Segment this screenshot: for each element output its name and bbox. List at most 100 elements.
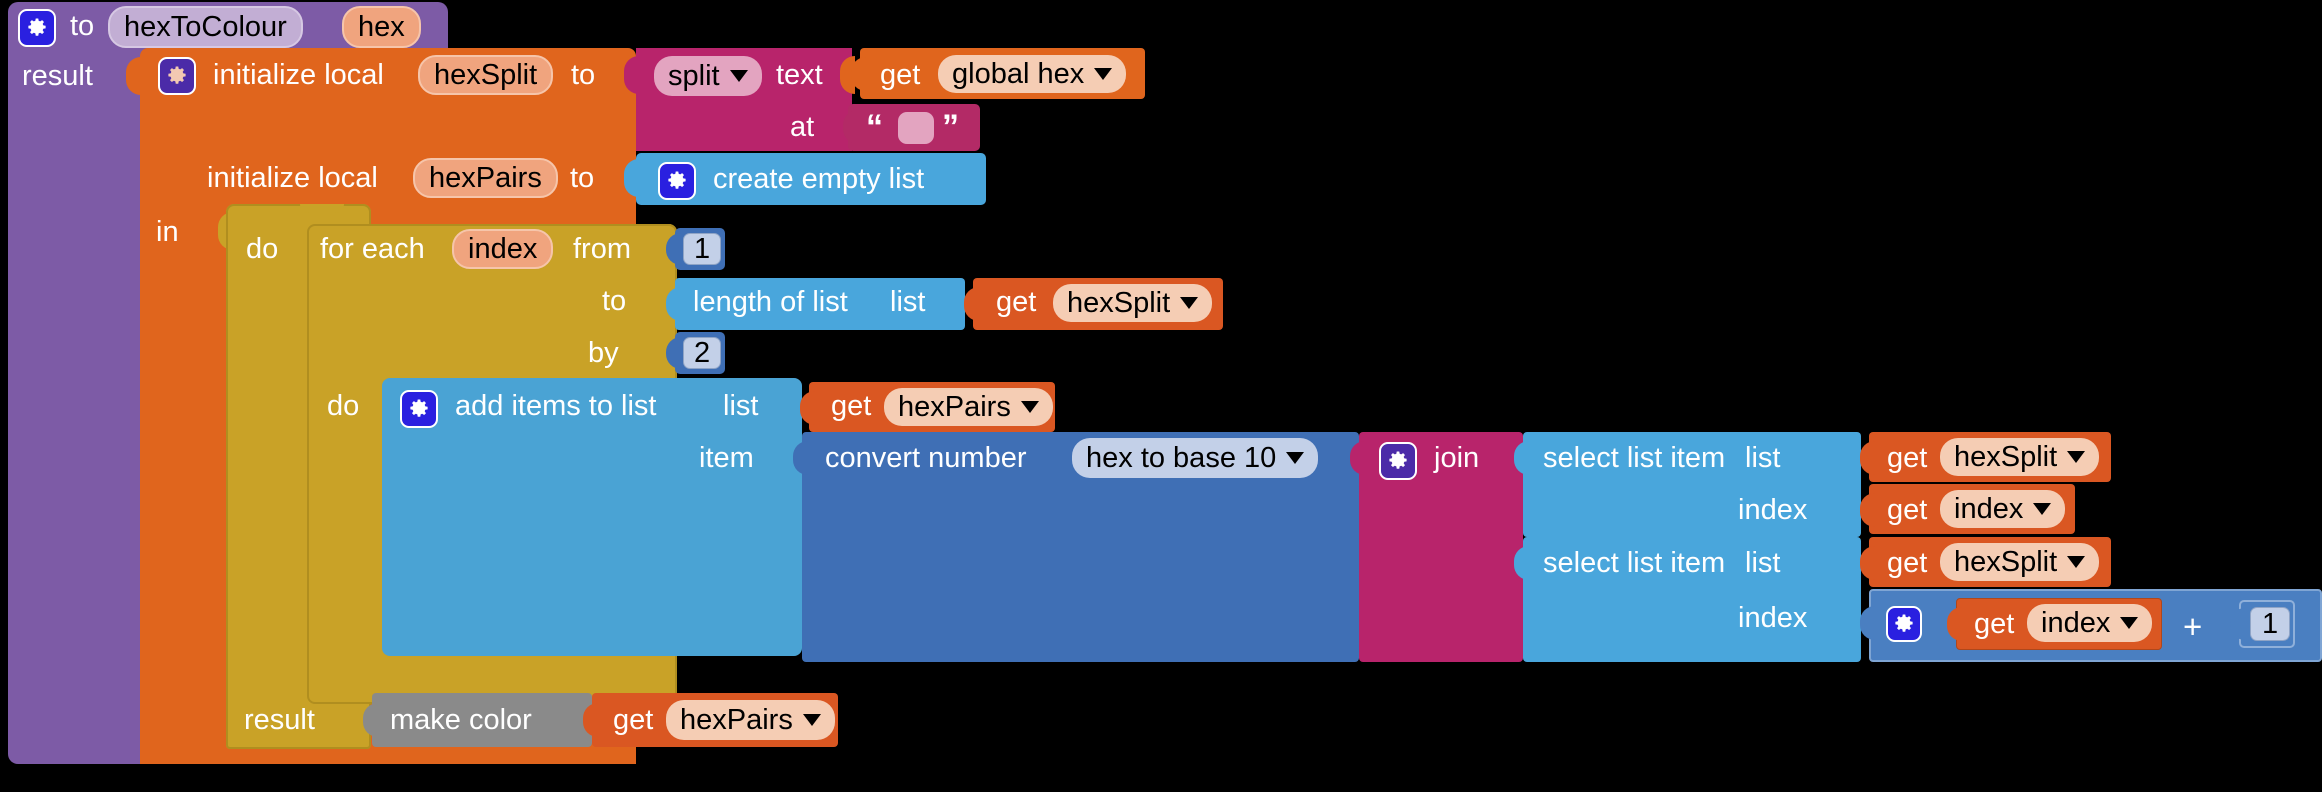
get-index-text-1: index [1954, 492, 2024, 525]
get-hexsplit-tab-3 [1860, 546, 1875, 580]
convert-number-label: convert number [825, 442, 1027, 474]
math-add-gear-icon[interactable] [1886, 606, 1922, 642]
procedure-name-field[interactable]: hexToColour [108, 6, 303, 48]
get-hexsplit-dropdown-3[interactable]: hexSplit [1940, 543, 2100, 581]
chevron-down-icon [1180, 297, 1199, 309]
get-global-hex-tab [851, 57, 866, 91]
chevron-down-icon [2120, 617, 2139, 629]
number-one-field[interactable]: 1 [2250, 607, 2291, 641]
create-empty-list-label: create empty list [713, 163, 925, 195]
local-var-field-hexsplit[interactable]: hexSplit [418, 55, 554, 95]
select-list-item-block-2[interactable] [1523, 537, 1861, 662]
get-hexsplit-text-2: hexSplit [1954, 440, 2058, 473]
select-list-item-block-1[interactable] [1523, 432, 1861, 537]
get-label-hexsplit-1: get [996, 286, 1037, 318]
get-hexpairs-tab-2 [583, 703, 598, 737]
convert-number-tab [793, 441, 808, 475]
get-label-hexpairs-1: get [831, 390, 872, 422]
convert-number-dropdown[interactable]: hex to base 10 [1072, 438, 1319, 478]
procedure-param-text: hex [358, 10, 405, 43]
add-items-notch [412, 378, 456, 387]
number-from-text: 1 [694, 232, 711, 265]
math-add-operator: + [2183, 608, 2203, 645]
close-quote: ” [942, 108, 959, 146]
get-label-hexsplit-3: get [1887, 547, 1928, 579]
join-label: join [1434, 442, 1480, 474]
chevron-down-icon [2067, 451, 2086, 463]
add-items-list-label: list [723, 390, 759, 422]
chevron-down-icon [1286, 452, 1305, 464]
get-global-hex-dropdown[interactable]: global hex [938, 55, 1127, 93]
local-mutator-gear-icon[interactable] [158, 57, 196, 95]
get-label-index-2: get [1974, 608, 2015, 640]
get-global-label: get [880, 59, 921, 91]
get-hexsplit-dropdown-1[interactable]: hexSplit [1053, 284, 1213, 322]
length-of-list-block[interactable] [675, 278, 965, 330]
result-row-label: result [244, 704, 315, 736]
local-var-text-hexsplit: hexSplit [434, 58, 538, 91]
local-var-text-hexpairs: hexPairs [429, 161, 542, 194]
select-list-item-index-label-1: index [1738, 494, 1808, 526]
split-dropdown[interactable]: split [654, 56, 762, 96]
select-list-item-label-2: select list item [1543, 547, 1726, 579]
chevron-down-icon [729, 70, 748, 82]
number-by-field[interactable]: 2 [683, 336, 722, 369]
length-of-list-tab [666, 287, 681, 321]
get-index-dropdown-1[interactable]: index [1940, 490, 2066, 528]
do-wrapper-notch [300, 204, 344, 213]
get-index-tab-1 [1860, 493, 1875, 527]
get-hexsplit-tab-2 [1860, 441, 1875, 475]
length-of-list-label: length of list [693, 286, 848, 318]
procedure-result-socket [126, 57, 141, 95]
select-list-item-label-1: select list item [1543, 442, 1726, 474]
number-from-field[interactable]: 1 [683, 232, 722, 265]
get-hexsplit-text-3: hexSplit [1954, 545, 2058, 578]
join-tab [1350, 441, 1365, 475]
make-color-block[interactable] [372, 693, 592, 747]
add-items-gear-icon[interactable] [400, 390, 438, 428]
get-hexpairs-text-2: hexPairs [680, 703, 793, 736]
for-each-var-field[interactable]: index [452, 229, 554, 269]
local-to-label-2: to [570, 162, 595, 194]
number-from-tab [666, 233, 681, 265]
get-hexsplit-text-1: hexSplit [1067, 286, 1171, 319]
number-one-text: 1 [2262, 607, 2279, 640]
local-var-field-hexpairs[interactable]: hexPairs [413, 158, 558, 198]
split-text-label: text [776, 59, 823, 91]
for-each-var-text: index [468, 232, 538, 265]
get-hexpairs-dropdown-2[interactable]: hexPairs [666, 700, 835, 740]
get-index-tab-2 [1947, 607, 1962, 641]
get-hexpairs-text-1: hexPairs [898, 390, 1011, 423]
get-index-dropdown-2[interactable]: index [2027, 604, 2153, 642]
create-empty-list-tab [627, 162, 642, 196]
select-list-item-list-label-1: list [1745, 442, 1781, 474]
local-in-label: in [156, 216, 179, 248]
get-hexpairs-dropdown-1[interactable]: hexPairs [884, 388, 1053, 426]
create-empty-list-gear-icon[interactable] [658, 162, 696, 200]
select-list-item-list-label-2: list [1745, 547, 1781, 579]
empty-string-field[interactable] [898, 112, 934, 144]
for-each-label: for each [320, 233, 425, 265]
get-label-index-1: get [1887, 494, 1928, 526]
procedure-to-label: to [70, 10, 95, 42]
get-global-hex-text: global hex [952, 57, 1085, 90]
procedure-result-label: result [22, 60, 93, 92]
chevron-down-icon [2033, 503, 2052, 515]
add-items-to-list-block[interactable] [382, 378, 802, 656]
join-gear-icon[interactable] [1379, 442, 1417, 480]
for-each-do-label: do [327, 390, 360, 422]
get-index-text-2: index [2041, 606, 2111, 639]
procedure-name-text: hexToColour [124, 10, 287, 43]
procedure-mutator-gear-icon[interactable] [18, 9, 56, 47]
local-value-socket-1 [624, 56, 639, 94]
procedure-param-hex[interactable]: hex [342, 6, 421, 48]
number-by-text: 2 [694, 336, 711, 369]
get-hexsplit-dropdown-2[interactable]: hexSplit [1940, 438, 2100, 476]
number-one-tab [2230, 608, 2245, 640]
get-hexpairs-tab-1 [800, 391, 815, 425]
get-label-hexpairs-2: get [613, 704, 654, 736]
local-to-label-1: to [571, 59, 596, 91]
select-list-item-tab-1 [1514, 441, 1529, 475]
get-hexsplit-tab-1 [964, 287, 979, 321]
